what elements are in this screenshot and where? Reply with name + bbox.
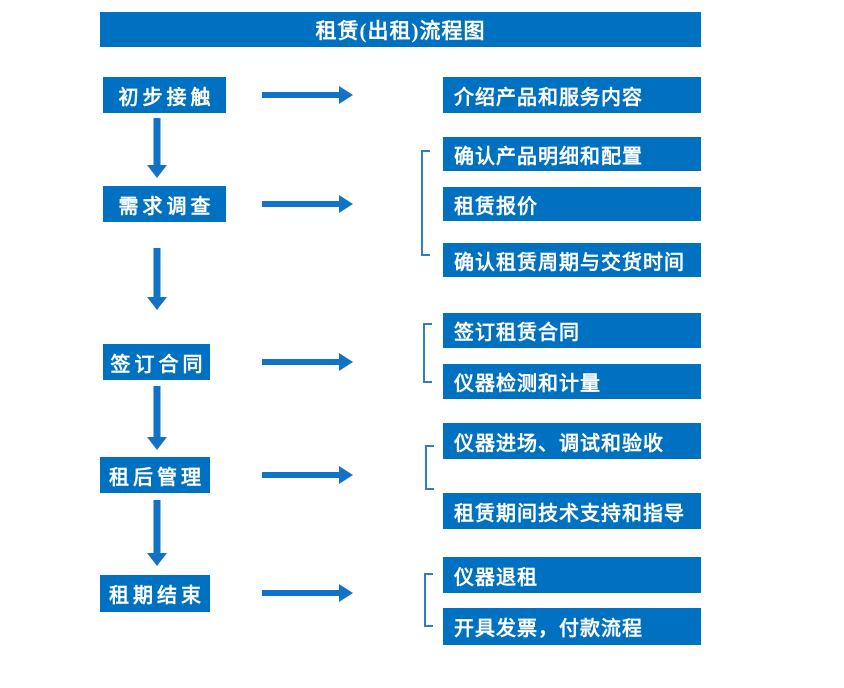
- arrow-down-icon-4: [147, 500, 167, 566]
- arrow-right-icon-initial-contact: [262, 86, 353, 104]
- detail-box-confirm-rental-period-delivery: 确认租赁周期与交货时间: [443, 243, 701, 277]
- arrow-head: [147, 297, 167, 310]
- detail-box-instrument-testing-metering: 仪器检测和计量: [443, 364, 701, 399]
- arrow-shaft: [262, 201, 339, 207]
- arrow-right-icon-rental-end: [262, 584, 353, 602]
- detail-box-technical-support-guidance: 租赁期间技术支持和指导: [443, 493, 701, 529]
- arrow-shaft: [262, 92, 339, 98]
- bracket-group-sign-contract: [423, 323, 432, 383]
- detail-box-introduce-products-services: 介绍产品和服务内容: [443, 77, 701, 113]
- arrow-down-icon-1: [147, 118, 167, 178]
- bracket-group-rental-end: [424, 573, 433, 627]
- flowchart-title: 租赁(出租)流程图: [315, 18, 486, 43]
- arrow-down-icon-2: [147, 248, 167, 310]
- arrow-shaft: [262, 472, 339, 478]
- detail-box-rental-quote: 租赁报价: [443, 187, 701, 221]
- bracket-group-demand-survey: [421, 150, 430, 256]
- detail-box-instrument-entry-debug-acceptance: 仪器进场、调试和验收: [443, 423, 701, 459]
- arrow-head: [147, 437, 167, 450]
- detail-box-invoice-payment-process: 开具发票，付款流程: [443, 608, 701, 645]
- arrow-right-icon-post-rental-management: [262, 466, 353, 484]
- arrow-head: [339, 584, 353, 602]
- step-box-sign-contract: 签订合同: [103, 344, 210, 380]
- arrow-head: [147, 165, 167, 178]
- arrow-shaft: [262, 590, 339, 596]
- arrow-head: [147, 553, 167, 566]
- arrow-head: [339, 466, 353, 484]
- arrow-shaft: [153, 500, 161, 553]
- arrow-shaft: [262, 359, 339, 365]
- flowchart-title-bar: 租赁(出租)流程图: [100, 12, 701, 47]
- step-box-demand-survey: 需求调查: [103, 186, 226, 222]
- detail-box-instrument-return: 仪器退租: [443, 557, 701, 593]
- arrow-head: [339, 353, 353, 371]
- step-box-rental-end: 租期结束: [100, 575, 210, 612]
- arrow-down-icon-3: [147, 386, 167, 450]
- detail-box-sign-rental-contract: 签订租赁合同: [443, 313, 701, 348]
- arrow-head: [339, 86, 353, 104]
- arrow-right-icon-sign-contract: [262, 353, 353, 371]
- arrow-shaft: [153, 118, 161, 165]
- step-box-post-rental-management: 租后管理: [100, 457, 210, 493]
- bracket-group-post-rental-management: [425, 445, 434, 490]
- arrow-shaft: [153, 248, 161, 297]
- arrow-right-icon-demand-survey: [262, 195, 353, 213]
- step-box-initial-contact: 初步接触: [103, 77, 226, 113]
- detail-box-confirm-product-details-config: 确认产品明细和配置: [443, 137, 701, 171]
- arrow-head: [339, 195, 353, 213]
- arrow-shaft: [153, 386, 161, 437]
